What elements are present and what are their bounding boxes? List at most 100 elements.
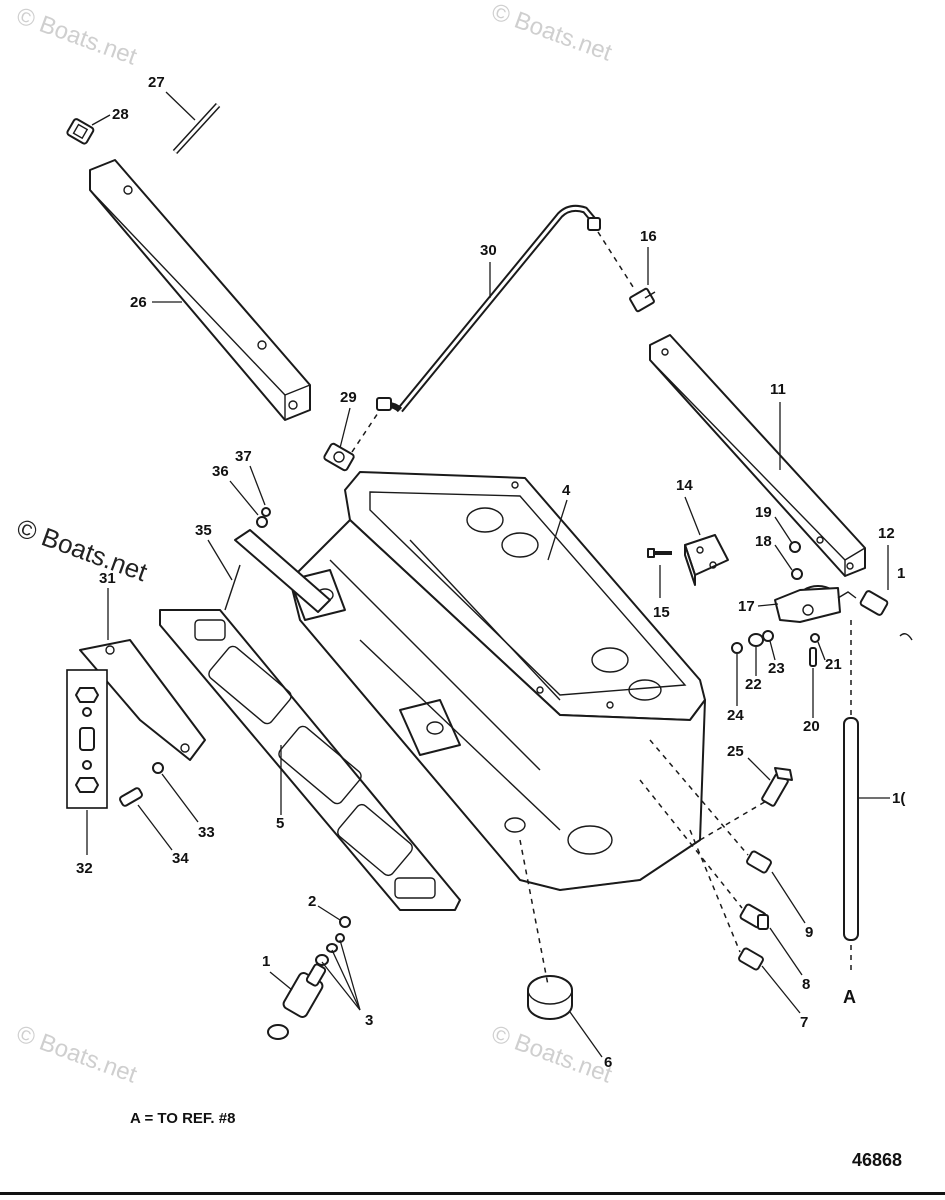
- o-ring-18: [791, 568, 803, 580]
- svg-text:3: 3: [365, 1012, 373, 1029]
- callout-31: 31: [99, 570, 116, 640]
- svg-text:29: 29: [340, 389, 357, 406]
- o-ring-19: [789, 541, 801, 553]
- callout-16: 16: [640, 228, 657, 285]
- callout-7: 7: [761, 965, 808, 1031]
- callout-8: 8: [769, 927, 810, 993]
- bracket-plate: [79, 639, 206, 761]
- svg-text:25: 25: [727, 743, 744, 760]
- dash-16: [597, 231, 636, 291]
- svg-text:21: 21: [825, 656, 842, 673]
- callout-5: 5: [276, 745, 284, 832]
- svg-text:6: 6: [604, 1054, 612, 1071]
- svg-text:22: 22: [745, 676, 762, 693]
- svg-text:2: 2: [308, 893, 316, 910]
- callout-27: 27: [148, 74, 196, 121]
- svg-text:4: 4: [562, 482, 571, 499]
- callout-26: 26: [130, 294, 182, 311]
- callout-14: 14: [676, 477, 701, 536]
- pressure-sensor: [629, 287, 656, 313]
- figure-number: 46868: [852, 1150, 903, 1170]
- stud-34: [119, 787, 143, 807]
- svg-text:1(: 1(: [892, 790, 905, 807]
- fuel-rail-left: [89, 159, 311, 421]
- fitting-8: [739, 903, 769, 930]
- svg-text:26: 26: [130, 294, 147, 311]
- svg-text:8: 8: [802, 976, 810, 993]
- callout-22: 22: [745, 647, 762, 693]
- dash-29: [351, 409, 381, 453]
- callout-18: 18: [755, 533, 793, 571]
- svg-text:15: 15: [653, 604, 670, 621]
- nut-37: [261, 507, 271, 517]
- callout-21: 21: [817, 641, 842, 673]
- svg-text:9: 9: [805, 924, 813, 941]
- fitting-9: [746, 850, 772, 874]
- dash-6: [519, 839, 549, 986]
- callout-4: 4: [547, 482, 571, 561]
- callout-11: 11: [770, 381, 786, 470]
- svg-text:5: 5: [276, 815, 284, 832]
- svg-text:19: 19: [755, 504, 772, 521]
- callout-25: 25: [727, 743, 771, 781]
- fitting-7: [738, 947, 764, 971]
- svg-text:1: 1: [262, 953, 270, 970]
- callout-15: 15: [653, 604, 670, 621]
- fuel-injector: [267, 933, 345, 1040]
- svg-text:12: 12: [878, 525, 895, 542]
- callout-37: 37: [235, 448, 266, 506]
- callout-2: 2: [308, 893, 341, 921]
- hardware-kit: [66, 669, 108, 809]
- svg-text:32: 32: [76, 860, 93, 877]
- svg-text:18: 18: [755, 533, 772, 550]
- dash-7: [689, 829, 741, 953]
- svg-text:20: 20: [803, 718, 820, 735]
- continuation-marker: A: [843, 987, 856, 1007]
- svg-text:16: 16: [640, 228, 657, 245]
- callout-36: 36: [212, 463, 259, 516]
- callout-12: 12: [878, 525, 895, 590]
- watermark-top-left: © Boats.net: [13, 2, 141, 70]
- callout-13: 1: [897, 565, 905, 582]
- fitting-12: [859, 590, 913, 641]
- callout-35: 35: [195, 522, 233, 581]
- svg-text:28: 28: [112, 106, 129, 123]
- svg-text:7: 7: [800, 1014, 808, 1031]
- svg-text:35: 35: [195, 522, 212, 539]
- watermark-bottom-left: © Boats.net: [13, 1020, 141, 1088]
- line-fitting: [323, 442, 355, 472]
- regulator-parts: [731, 630, 820, 667]
- svg-text:33: 33: [198, 824, 215, 841]
- svg-text:37: 37: [235, 448, 252, 465]
- callout-34: 34: [137, 804, 189, 867]
- injector-screw: [339, 916, 351, 928]
- callout-33: 33: [161, 773, 215, 841]
- svg-text:30: 30: [480, 242, 497, 259]
- screw-15: [647, 548, 672, 558]
- svg-text:31: 31: [99, 570, 116, 587]
- svg-text:14: 14: [676, 477, 693, 494]
- watermark-left: © Boats.net: [13, 512, 152, 587]
- callout-28: 28: [91, 106, 129, 126]
- watermark-bottom-center: © Boats.net: [488, 1020, 616, 1088]
- callout-10: 1(: [858, 790, 905, 807]
- dash-8: [639, 779, 743, 909]
- svg-text:24: 24: [727, 707, 744, 724]
- callout-3: 3: [321, 939, 373, 1029]
- callout-29: 29: [339, 389, 357, 449]
- callout-30: 30: [480, 242, 497, 298]
- svg-text:1: 1: [897, 565, 905, 582]
- tube-10: [843, 717, 859, 941]
- callout-19: 19: [755, 504, 793, 544]
- fuel-line: [376, 204, 601, 413]
- manifold-bracket: [224, 529, 331, 613]
- callout-20: 20: [803, 668, 820, 735]
- plug: [527, 975, 573, 1020]
- watermark-top-center: © Boats.net: [488, 0, 616, 67]
- svg-text:17: 17: [738, 598, 755, 615]
- svg-text:34: 34: [172, 850, 189, 867]
- rail-fitting: [66, 118, 95, 145]
- bolt-25: [761, 767, 793, 807]
- callout-6: 6: [569, 1011, 612, 1071]
